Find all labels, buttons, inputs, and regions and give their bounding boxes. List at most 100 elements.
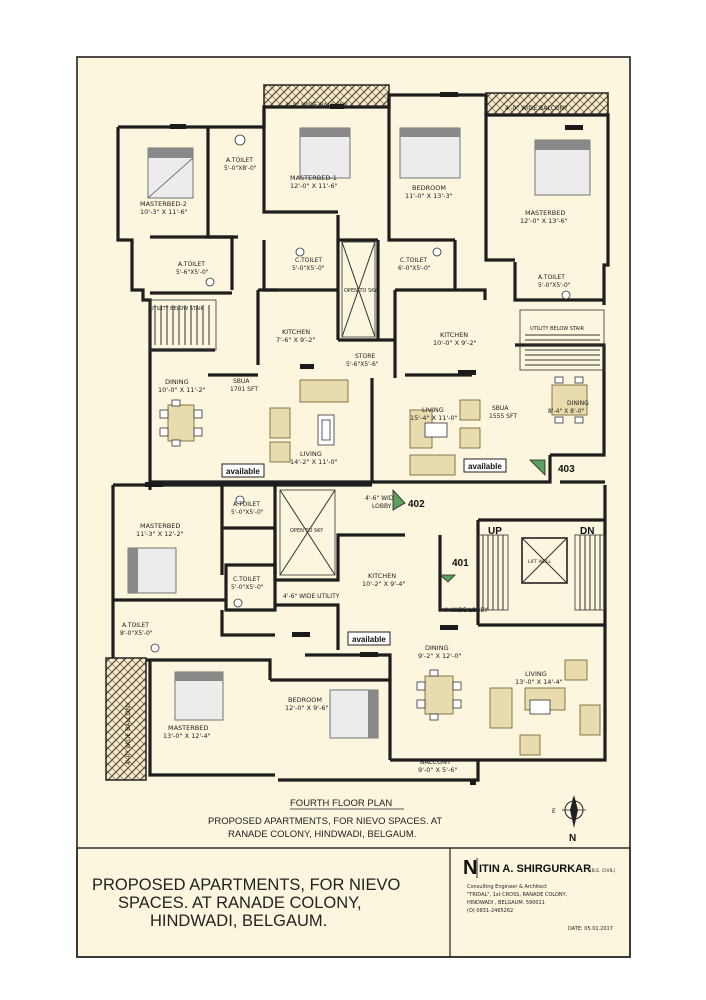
kitchen-tr-dim: 10'-0" X 9'-2"	[433, 339, 477, 347]
a-toilet-1-name: A.TOILET	[226, 157, 253, 164]
kitchen-tr-name: KITCHEN	[440, 331, 468, 339]
store-dim: 5'-6"X5'-6"	[346, 361, 379, 368]
top-block: 4'-0" WIDE BALCONY 4'-0" WIDE BALCONY A.…	[116, 84, 610, 490]
c-toilet-tr-name: C.TOILET	[400, 257, 427, 264]
bed-masterbed-2	[147, 147, 194, 199]
kitchen-tl-name: KITCHEN	[282, 328, 310, 336]
balcony-top-right-label: 4'-0" WIDE BALCONY	[505, 105, 568, 112]
living-right-name: LIVING	[422, 406, 444, 414]
living-right-dim: 15'-4" X 11'-0"	[410, 414, 458, 422]
dining-table-left	[159, 399, 203, 447]
open-to-sky-bottom	[279, 489, 336, 576]
c-toilet-tl-name: C.TOILET	[295, 257, 322, 264]
lift-label: LIFT WELL	[528, 559, 551, 565]
c-toilet-b-name: C.TOILET	[233, 576, 260, 583]
utility-left-label: UTILITY BELOW STAIR	[150, 306, 205, 312]
plan-title: FOURTH FLOOR PLAN	[290, 798, 392, 809]
masterbed-bt-name: MASTERBED	[140, 522, 180, 530]
architect-initial: N	[463, 857, 477, 879]
masterbed-bt-dim: 11'-3" X 12'-2"	[136, 530, 184, 538]
sheet-frame	[76, 56, 631, 958]
available-badge-1: available	[221, 463, 265, 478]
lobby-top-label-1: 4'-6" WIDE	[365, 495, 397, 502]
lobby-top-label-2: LOBBY	[372, 503, 392, 510]
a-toilet-left-name: A.TOILET	[178, 261, 205, 268]
architect-name: ITIN A. SHIRGURKAR	[479, 863, 591, 875]
bedroom-top-dim: 11'-0" X 13'-3"	[405, 192, 453, 200]
architect-addr-2: HINDWADI , BELGAUM. 590011	[467, 900, 545, 906]
a-toilet-left-dim: 5'-6"X5'-0"	[176, 269, 209, 276]
kitchen-b-dim: 10'-2" X 9'-4"	[362, 580, 406, 588]
living-b-name: LIVING	[525, 670, 547, 678]
drawing-date: DATE: 05.01.2017	[568, 926, 613, 932]
masterbed-b-name: MASTERBED	[168, 724, 208, 732]
living-sofa-left	[269, 379, 349, 463]
living-left-dim: 14'-2" X 11'-0"	[290, 458, 338, 466]
store-name: STORE	[355, 353, 375, 360]
sbua-left-dim: 1701 SFT	[230, 386, 258, 393]
balcony-b-dim: 9'-0" X 5'-6"	[418, 766, 457, 774]
a-toilet-b2-name: A.TOILET	[122, 622, 149, 629]
architect-role: Consulting Engineer & Architect	[467, 884, 547, 890]
utility-right-label: UTILITY BELOW STAIR	[530, 326, 585, 332]
living-sofa-right	[409, 399, 481, 476]
living-left-name: LIVING	[300, 450, 322, 458]
bed-masterbed-bottom	[174, 671, 224, 721]
c-toilet-tr-dim: 6'-0"X5'-0"	[398, 265, 431, 272]
bed-masterbed-1	[299, 127, 351, 179]
compass-s: S	[572, 797, 576, 804]
a-toilet-1-dim: 5'-0"X8'-0"	[224, 165, 257, 172]
architect-qualification: (B.E. CIVIL)	[590, 868, 615, 874]
open-to-sky-top	[341, 241, 376, 338]
bedroom-b-name: BEDROOM	[288, 696, 322, 704]
dining-table-right	[551, 376, 588, 424]
title-block-frame	[76, 847, 631, 958]
stair-dn-label: DN	[580, 526, 594, 537]
kitchen-b-name: KITCHEN	[368, 572, 396, 580]
compass-icon	[562, 795, 586, 828]
plan-subtitle-2: RANADE COLONY, HINDWADI, BELGAUM.	[228, 829, 416, 840]
unit-401: 401	[452, 558, 469, 569]
dining-b-name: DINING	[425, 644, 449, 652]
kitchen-tl-dim: 7'-6" X 9'-2"	[276, 336, 315, 344]
architect-addr-1: "TRIDAL", 1st CROSS, RANADE COLONY,	[467, 892, 568, 898]
stair-utility-left	[149, 299, 217, 351]
compass-e: E	[552, 808, 556, 815]
dining-right-name: DINING	[567, 400, 589, 407]
svg-text:available: available	[468, 462, 502, 471]
a-toilet-b2-dim: 8'-0"X5'-0"	[120, 630, 153, 637]
masterbed-b-dim: 13'-0" X 12'-4"	[163, 732, 211, 740]
c-toilet-tl-dim: 5'-0"X5'-0"	[292, 265, 325, 272]
living-sofa-bottom	[489, 659, 601, 756]
bottom-block: UP DN LIFT WELL 4'-0" WIDE BALCONY	[105, 480, 607, 785]
svg-text:available: available	[226, 467, 260, 476]
dining-table-bottom	[416, 669, 462, 721]
available-badge-2: available	[463, 458, 507, 473]
sbua-left-name: SBUA	[233, 378, 250, 385]
lobby-bottom-label: 4' WIDE LOBBY	[443, 607, 488, 614]
bed-masterbed-right	[534, 139, 591, 196]
bed-bedroom-top	[399, 127, 461, 179]
open-to-sky-bottom-label: OPEN TO SKY	[290, 528, 324, 534]
title-line-2: SPACES. AT RANADE COLONY,	[118, 894, 362, 912]
balcony-left-label: 4'-0" WIDE BALCONY	[125, 702, 132, 765]
balcony-top-left-label: 4'-0" WIDE BALCONY	[285, 102, 348, 109]
architect-phone: (O) 0831-2465262	[467, 908, 513, 914]
masterbed-1-dim: 12'-0" X 11'-6"	[290, 182, 338, 190]
a-toilet-b1-name: A.TOILET	[233, 501, 260, 508]
sbua-right-name: SBUA	[492, 405, 509, 412]
unit-403: 403	[558, 464, 575, 475]
title-line-3: HINDWADI, BELGAUM.	[150, 912, 327, 930]
a-toilet-b1-dim: 5'-0"X5'-0"	[231, 509, 264, 516]
balcony-b-name: BALCONY	[420, 758, 451, 766]
masterbed-right-name: MASTERBED	[525, 209, 565, 217]
svg-text:available: available	[352, 635, 386, 644]
bed-masterbed-bottom-top	[127, 547, 177, 594]
masterbed-2-dim: 10'-3" X 11'-6"	[140, 208, 188, 216]
dining-left-dim: 10'-0" X 11'-2"	[158, 386, 206, 394]
open-to-sky-top-label: OPEN TO SKY	[344, 288, 378, 294]
living-b-dim: 13'-0" X 14'-4"	[515, 678, 563, 686]
a-toilet-right-name: A.TOILET	[538, 274, 565, 281]
masterbed-right-dim: 12'-0" X 13'-6"	[520, 217, 568, 225]
